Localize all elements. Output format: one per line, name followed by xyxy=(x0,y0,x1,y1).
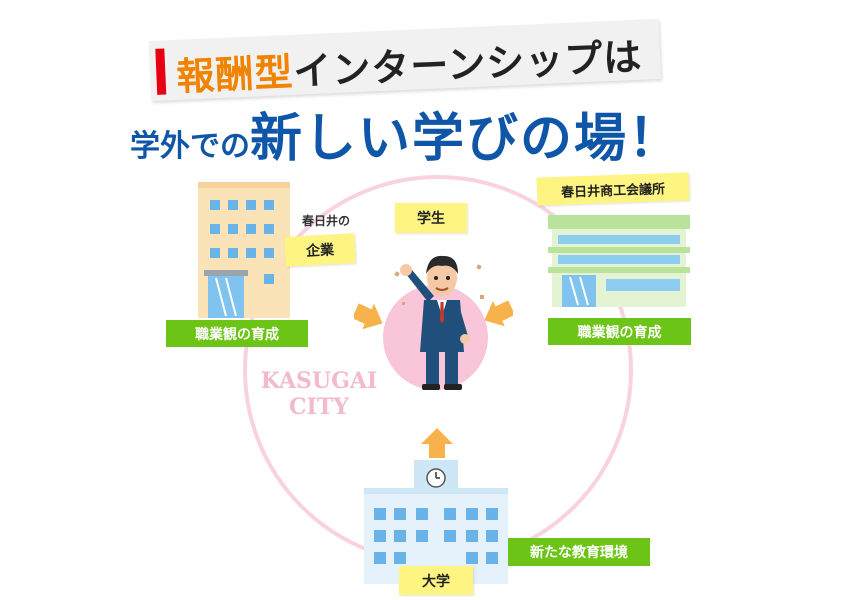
chamber-note: 春日井商工会議所 xyxy=(536,172,690,206)
arrow-up-icon xyxy=(421,428,453,458)
kasugai-city-text: KASUGAI CITY xyxy=(244,368,394,420)
title-accent: 報酬型 xyxy=(175,49,295,99)
kasugai-line1: KASUGAI xyxy=(260,368,378,394)
clock-icon xyxy=(426,468,446,488)
student-person-icon xyxy=(394,255,484,390)
right-career-label: 職業観の育成 xyxy=(548,318,691,345)
title-main: インターンシップは xyxy=(292,34,644,94)
banner-red-bar xyxy=(155,48,167,95)
office-building-icon xyxy=(198,182,290,318)
left-career-label: 職業観の育成 xyxy=(166,320,308,347)
arrow-right-icon xyxy=(354,303,383,330)
subtitle-small: 学外での xyxy=(130,129,250,164)
student-note: 学生 xyxy=(395,203,467,233)
company-small-text: 春日井の xyxy=(302,214,351,228)
arrow-left-icon xyxy=(484,300,513,327)
new-education-label: 新たな教育環境 xyxy=(508,538,650,566)
university-note: 大学 xyxy=(399,566,473,595)
title-banner: 報酬型インターンシップは xyxy=(148,18,662,102)
company-note: 企業 xyxy=(284,233,356,267)
subtitle: 学外での新しい学びの場！ xyxy=(130,96,750,169)
subtitle-big: 新しい学びの場！ xyxy=(250,109,683,169)
banner-title: 報酬型インターンシップは xyxy=(175,26,644,101)
kasugai-line2: CITY xyxy=(289,394,349,420)
university-building-icon xyxy=(364,460,508,584)
chamber-building-icon xyxy=(548,215,690,307)
